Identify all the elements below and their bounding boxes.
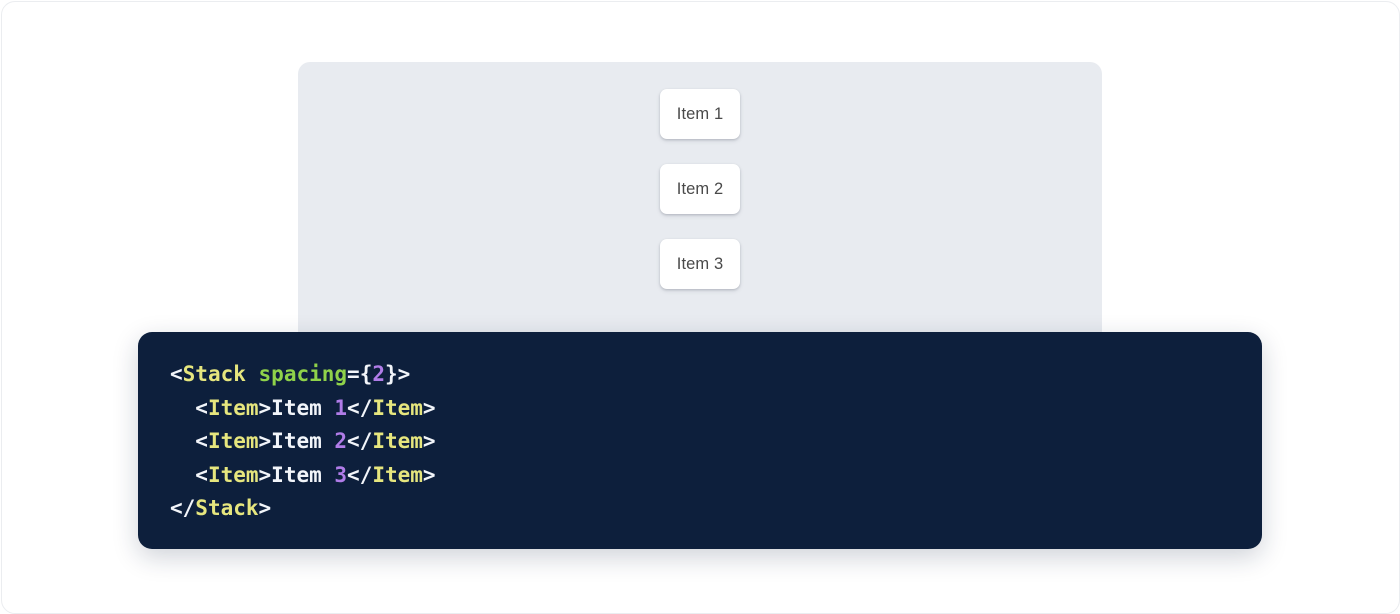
code-token-num: 1 <box>334 395 348 420</box>
code-token-punct: > <box>258 429 272 454</box>
code-token-punct: > <box>258 462 272 487</box>
code-token-tag: Item <box>372 395 423 420</box>
code-token-punct: ={ <box>347 362 373 386</box>
code-token-text: Item <box>271 462 335 487</box>
stack-container: Item 1 Item 2 Item 3 <box>298 62 1102 289</box>
stack-item[interactable]: Item 2 <box>660 164 740 214</box>
code-token-tag: Item <box>372 462 423 487</box>
code-token-punct: </ <box>170 496 196 521</box>
code-token-tag: Item <box>207 462 259 487</box>
code-lines: <Stack spacing={2}> <Item>Item 1</Item> … <box>170 358 1230 526</box>
code-token-attr: spacing <box>258 362 348 386</box>
code-line: <Item>Item 3</Item> <box>170 459 1230 493</box>
code-token-punct: }> <box>385 362 411 386</box>
code-line: <Stack spacing={2}> <box>170 358 1230 392</box>
code-token-text: Item <box>271 429 335 454</box>
jsx-code-block[interactable]: <Stack spacing={2}> <Item>Item 1</Item> … <box>138 332 1262 549</box>
code-token-punct: </ <box>347 429 373 454</box>
code-token-text: Item <box>271 395 335 420</box>
code-token-tag: Item <box>207 395 259 420</box>
code-token-punct: > <box>258 496 272 521</box>
code-token-tag: Stack <box>195 496 259 521</box>
code-token-num: 3 <box>334 462 348 487</box>
code-token-num: 2 <box>372 362 385 386</box>
stack-item-label: Item 3 <box>676 254 724 273</box>
code-token-tag: Stack <box>182 362 246 386</box>
code-token-punct: > <box>422 462 436 487</box>
code-token-punct: </ <box>347 395 373 420</box>
code-line: </Stack> <box>170 492 1230 526</box>
code-token-punct: </ <box>347 462 373 487</box>
code-token-punct: < <box>170 429 208 454</box>
stack-item-label: Item 1 <box>676 104 724 123</box>
stack-item[interactable]: Item 3 <box>660 239 740 289</box>
code-token-punct <box>246 362 259 386</box>
code-token-tag: Item <box>372 429 423 454</box>
stack-item[interactable]: Item 1 <box>660 89 740 139</box>
code-line: <Item>Item 1</Item> <box>170 392 1230 426</box>
code-token-num: 2 <box>334 429 348 454</box>
stack-item-label: Item 2 <box>676 179 724 198</box>
code-token-punct: < <box>170 462 208 487</box>
code-token-tag: Item <box>207 429 259 454</box>
code-token-punct: > <box>422 429 436 454</box>
code-token-punct: < <box>170 395 208 420</box>
stack-preview-panel: Item 1 Item 2 Item 3 <box>298 62 1102 352</box>
code-token-punct: > <box>422 395 436 420</box>
code-line: <Item>Item 2</Item> <box>170 425 1230 459</box>
code-token-punct: < <box>170 362 183 386</box>
code-token-punct: > <box>258 395 272 420</box>
